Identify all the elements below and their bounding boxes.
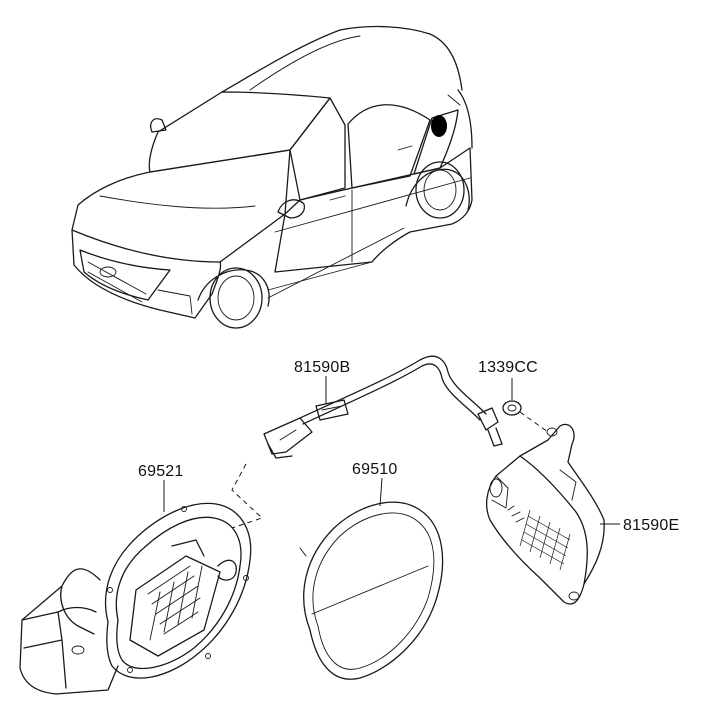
part-cable [263, 355, 503, 459]
vehicle-illustration [71, 25, 473, 329]
fuel-door-highlight [431, 115, 447, 137]
label-housing: 69521 [138, 463, 184, 480]
label-clip: 1339CC [478, 359, 538, 376]
label-fuel-door: 69510 [352, 461, 398, 478]
label-cable: 81590B [294, 359, 350, 376]
leader-fuel-door [379, 477, 383, 507]
part-housing [19, 463, 263, 695]
part-clip [502, 400, 549, 433]
part-actuator [485, 423, 605, 605]
actuator-grid [519, 509, 571, 571]
label-actuator: 81590E [623, 517, 679, 534]
part-fuel-door [299, 501, 444, 680]
